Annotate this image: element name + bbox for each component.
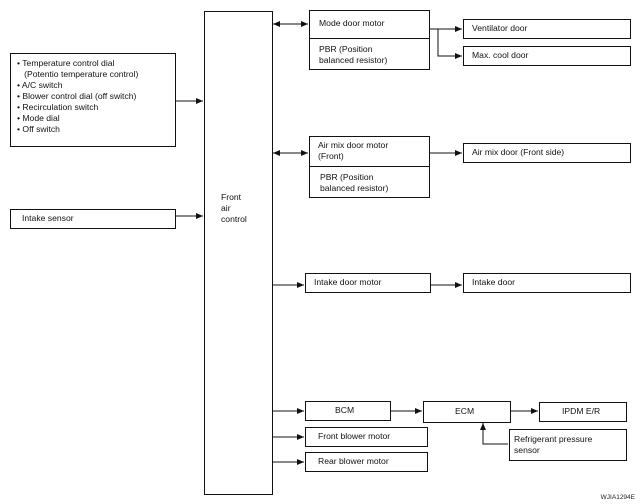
mode-door-motor-label: Mode door motor bbox=[319, 18, 385, 28]
arrow-mode-to-maxcool bbox=[437, 29, 462, 59]
front-air-control-label: Front air control bbox=[221, 192, 247, 224]
air-mix-door-label: Air mix door (Front side) bbox=[472, 147, 565, 157]
intake-door-motor-box bbox=[305, 273, 431, 293]
inputs-list: • Temperature control dial (Potentio tem… bbox=[17, 58, 138, 135]
rear-blower-motor-box bbox=[305, 452, 428, 472]
air-mix-door-box bbox=[463, 143, 631, 163]
ventilator-door-box bbox=[463, 19, 631, 39]
bcm-label: BCM bbox=[335, 405, 355, 415]
front-air-control-box bbox=[204, 11, 273, 495]
figure-reference-code: WJIA1294E bbox=[600, 494, 635, 501]
intake-door-motor-label: Intake door motor bbox=[314, 277, 382, 287]
front-blower-motor-label: Front blower motor bbox=[318, 431, 391, 441]
front-blower-motor-box bbox=[305, 427, 428, 447]
air-mix-motor-box bbox=[309, 136, 430, 198]
ipdm-label: IPDM E/R bbox=[562, 406, 601, 416]
mode-door-pbr-label: PBR (Position balanced resistor) bbox=[319, 44, 388, 65]
refrigerant-sensor-box bbox=[509, 429, 627, 461]
air-mix-motor-divider bbox=[309, 166, 430, 167]
input-item-off-switch: • Off switch bbox=[17, 124, 60, 134]
mode-door-motor-box bbox=[309, 10, 430, 70]
ventilator-door-label: Ventilator door bbox=[472, 23, 528, 33]
arrow-refrigerant-ecm bbox=[480, 423, 508, 445]
intake-door-label: Intake door bbox=[472, 277, 515, 287]
ecm-label: ECM bbox=[455, 406, 475, 416]
intake-door-box bbox=[463, 273, 631, 293]
input-item-recirc-switch: • Recirculation switch bbox=[17, 102, 99, 112]
input-item-blower-dial: • Blower control dial (off switch) bbox=[17, 91, 137, 101]
max-cool-door-label: Max. cool door bbox=[472, 50, 529, 60]
intake-sensor-label: Intake sensor bbox=[22, 213, 74, 223]
inputs-box bbox=[10, 53, 176, 147]
ipdm-box bbox=[539, 402, 627, 422]
ecm-box bbox=[423, 401, 511, 423]
mode-door-motor-divider bbox=[309, 38, 430, 39]
refrigerant-sensor-label: Refrigerant pressure sensor bbox=[514, 434, 593, 455]
input-item-potentio: (Potentio temperature control) bbox=[17, 69, 139, 79]
intake-sensor-box bbox=[10, 209, 176, 229]
input-item-temperature-dial: • Temperature control dial bbox=[17, 58, 115, 68]
rear-blower-motor-label: Rear blower motor bbox=[318, 456, 389, 466]
air-mix-pbr-label: PBR (Position balanced resistor) bbox=[320, 172, 389, 193]
air-mix-motor-label: Air mix door motor (Front) bbox=[318, 140, 389, 161]
input-item-mode-dial: • Mode dial bbox=[17, 113, 60, 123]
max-cool-door-box bbox=[463, 46, 631, 66]
bcm-box bbox=[305, 401, 391, 421]
input-item-ac-switch: • A/C switch bbox=[17, 80, 63, 90]
